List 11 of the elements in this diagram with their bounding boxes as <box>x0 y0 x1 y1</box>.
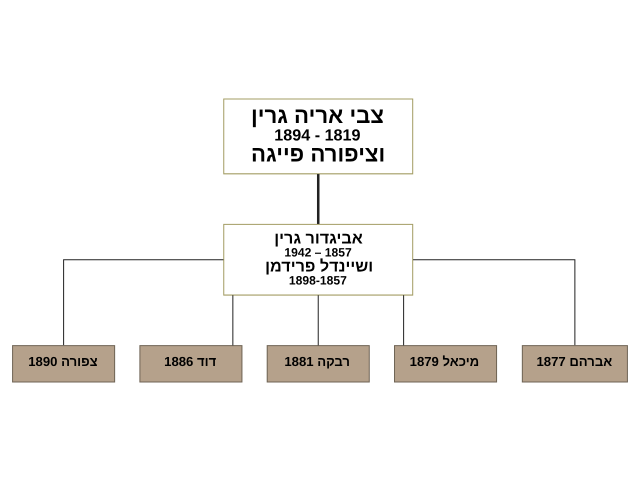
connector <box>63 258 224 345</box>
connector <box>413 258 576 345</box>
node-box: דוד 1886 <box>139 344 242 382</box>
node-box: אברהם 1877 <box>522 344 628 382</box>
node-box: רבקה 1881 <box>266 344 370 382</box>
node-box: מיכאל 1879 <box>394 344 498 382</box>
connector <box>316 174 320 224</box>
node-box: צפורה 1890 <box>12 344 116 382</box>
connector <box>318 294 319 345</box>
connector <box>232 294 234 345</box>
connector <box>403 294 404 345</box>
